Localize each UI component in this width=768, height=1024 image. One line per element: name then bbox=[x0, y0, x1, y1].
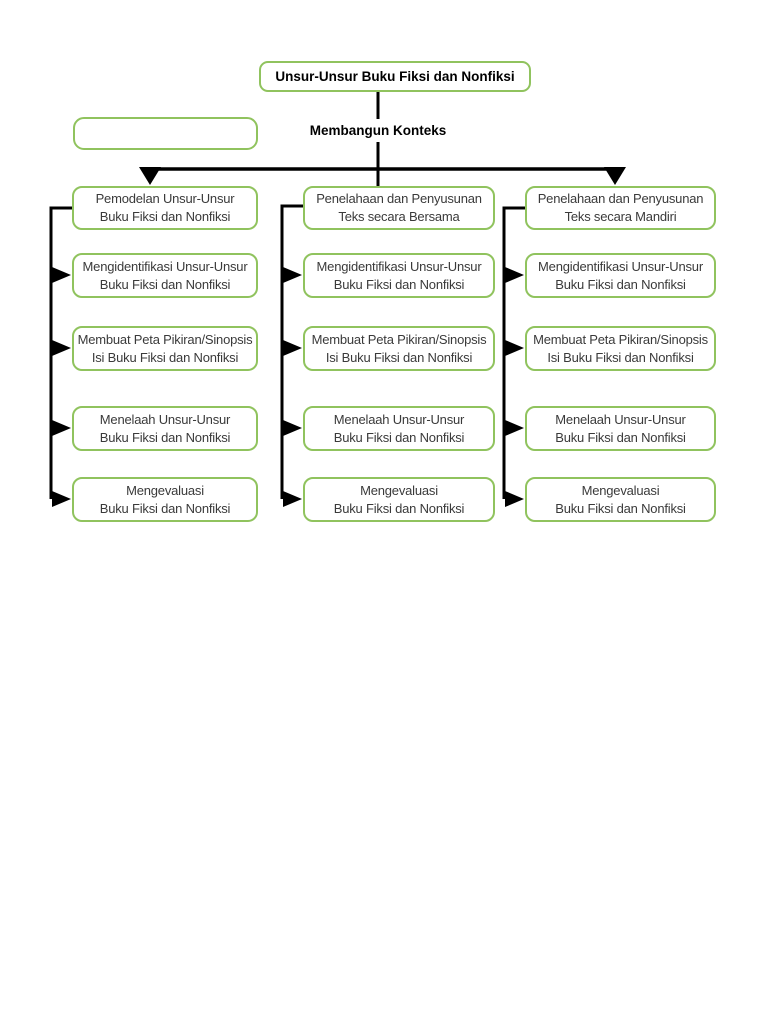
arrow-right-c2-i1 bbox=[283, 267, 302, 283]
column-3-item-2: Membuat Peta Pikiran/Sinopsis Isi Buku F… bbox=[525, 326, 716, 371]
column-2-item-2: Membuat Peta Pikiran/Sinopsis Isi Buku F… bbox=[303, 326, 495, 371]
root-node-title: Unsur-Unsur Buku Fiksi dan Nonfiksi bbox=[259, 61, 531, 92]
column-2-item-1: Mengidentifikasi Unsur-Unsur Buku Fiksi … bbox=[303, 253, 495, 298]
empty-node bbox=[73, 117, 258, 150]
arrow-right-c2-i4 bbox=[283, 491, 302, 507]
arrow-down-left bbox=[139, 167, 161, 185]
arrow-right-c1-i4 bbox=[52, 491, 71, 507]
arrow-right-c3-i2 bbox=[505, 340, 524, 356]
column-3-item-4: Mengevaluasi Buku Fiksi dan Nonfiksi bbox=[525, 477, 716, 522]
arrow-right-c2-i2 bbox=[283, 340, 302, 356]
column-3-item-1: Mengidentifikasi Unsur-Unsur Buku Fiksi … bbox=[525, 253, 716, 298]
arrow-right-c1-i3 bbox=[52, 420, 71, 436]
rail-column-2 bbox=[280, 204, 303, 499]
column-2-header: Penelahaan dan Penyusunan Teks secara Be… bbox=[303, 186, 495, 230]
column-2-item-3: Menelaah Unsur-Unsur Buku Fiksi dan Nonf… bbox=[303, 406, 495, 451]
column-1-item-2: Membuat Peta Pikiran/Sinopsis Isi Buku F… bbox=[72, 326, 258, 371]
column-1-item-4: Mengevaluasi Buku Fiksi dan Nonfiksi bbox=[72, 477, 258, 522]
arrow-right-c1-i2 bbox=[52, 340, 71, 356]
rail-column-3 bbox=[502, 206, 525, 499]
arrow-right-c3-i4 bbox=[505, 491, 524, 507]
arrow-right-c3-i1 bbox=[505, 267, 524, 283]
column-1-header: Pemodelan Unsur-Unsur Buku Fiksi dan Non… bbox=[72, 186, 258, 230]
column-1-item-1: Mengidentifikasi Unsur-Unsur Buku Fiksi … bbox=[72, 253, 258, 298]
rail-column-1 bbox=[49, 206, 72, 499]
column-3-item-3: Menelaah Unsur-Unsur Buku Fiksi dan Nonf… bbox=[525, 406, 716, 451]
arrow-right-c3-i3 bbox=[505, 420, 524, 436]
arrow-right-c2-i3 bbox=[283, 420, 302, 436]
arrow-right-c1-i1 bbox=[52, 267, 71, 283]
column-3-header: Penelahaan dan Penyusunan Teks secara Ma… bbox=[525, 186, 716, 230]
column-1-item-3: Menelaah Unsur-Unsur Buku Fiksi dan Nonf… bbox=[72, 406, 258, 451]
arrow-down-right bbox=[604, 167, 626, 185]
column-2-item-4: Mengevaluasi Buku Fiksi dan Nonfiksi bbox=[303, 477, 495, 522]
context-label: Membangun Konteks bbox=[278, 119, 478, 141]
